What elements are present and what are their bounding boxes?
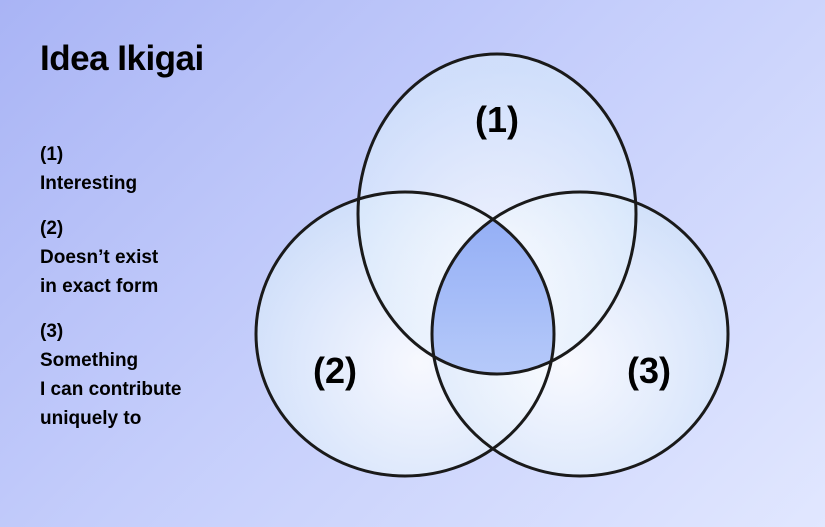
page-title: Idea Ikigai	[40, 39, 204, 78]
legend-item-3: (3) Something I can contribute uniquely …	[40, 317, 250, 433]
legend-text: in exact form	[40, 276, 159, 297]
circle-2-label: (2)	[313, 350, 357, 391]
legend-text: Interesting	[40, 173, 138, 194]
circle-1-label: (1)	[475, 99, 519, 140]
legend-text: I can contribute	[40, 379, 182, 400]
circle-1-fill	[358, 54, 636, 374]
legend-text: uniquely to	[40, 408, 142, 429]
legend: (1) Interesting (2) Doesn’t exist in exa…	[40, 140, 250, 449]
circle-3-label: (3)	[627, 350, 671, 391]
legend-text: Something	[40, 350, 139, 371]
legend-item-1: (1) Interesting	[40, 140, 250, 198]
circle-1-outline	[356, 52, 638, 376]
legend-number: (1)	[40, 144, 64, 165]
legend-number: (2)	[40, 218, 64, 239]
circle-3-outline	[430, 190, 730, 478]
legend-item-2: (2) Doesn’t exist in exact form	[40, 214, 250, 301]
legend-number: (3)	[40, 321, 64, 342]
legend-text: Doesn’t exist	[40, 247, 159, 268]
circle-2-outline	[254, 190, 556, 478]
